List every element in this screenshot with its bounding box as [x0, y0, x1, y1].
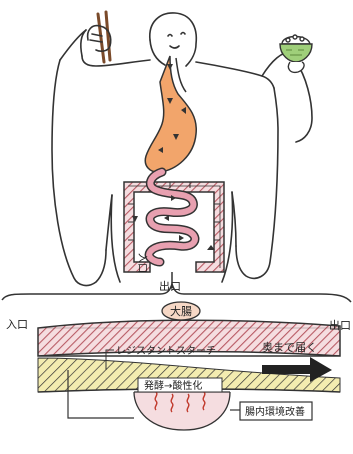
exit-label: 出口 [329, 318, 351, 332]
reaches-deep-label: 奥まで届く [262, 340, 317, 354]
stomach [145, 56, 196, 172]
exit-label-top: 出口 [159, 279, 181, 293]
entry-label-small-intestine: 入口 [136, 253, 147, 273]
large-intestine-label: 大腸 [170, 304, 192, 318]
entry-label: 入口 [6, 318, 28, 331]
rice-bowl-icon [280, 35, 312, 72]
resistant-starch-label: レジスタントスターチ [116, 345, 216, 357]
gut-improvement-label: 腸内環境改善 [245, 405, 305, 418]
fermentation-label: 発酵→酸性化 [144, 379, 202, 392]
chopsticks-icon [88, 12, 111, 62]
